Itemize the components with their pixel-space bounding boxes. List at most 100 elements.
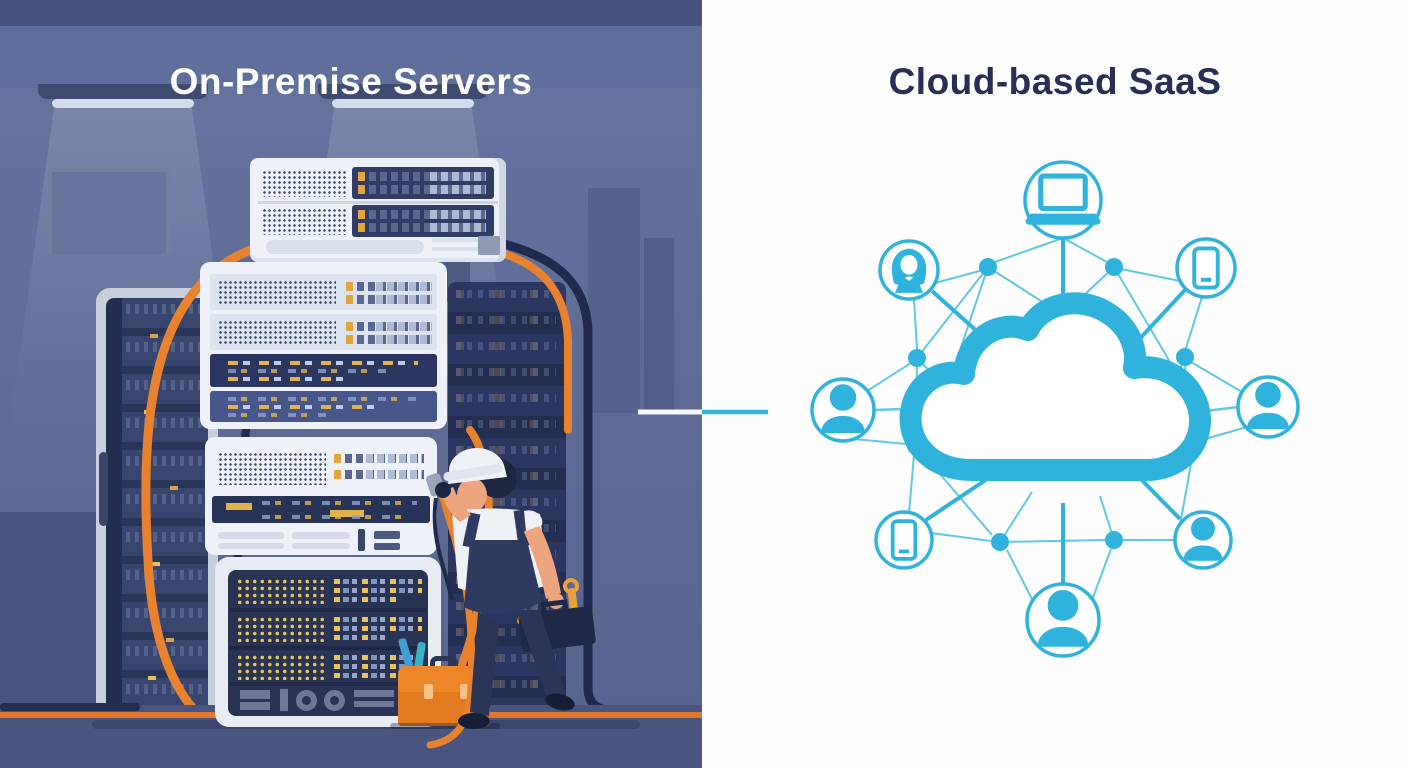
vent-grid [262,170,346,197]
network-edge [930,532,992,542]
detail-rect [374,531,400,539]
detail-vbar [358,529,365,551]
junction-dot [1105,258,1123,276]
vent-grid [218,280,336,304]
detail-bar [218,543,284,549]
network-edge [866,362,912,392]
led-row [334,454,424,463]
junction-dot [979,258,997,276]
held-orange-cable [426,484,476,749]
junction-dot [1176,348,1194,366]
network-edge [1113,266,1171,363]
shoe [458,713,490,729]
pseudo-text [228,377,348,381]
node-phone-topright [1175,237,1237,299]
background-doorway [48,168,170,254]
vent-grid [218,320,336,344]
hard-hat-brim [443,464,503,481]
vent-grid [262,208,346,235]
cloud-network-diagram [702,160,1300,658]
network-edge [913,298,918,350]
glyph-i [280,689,288,711]
junction-dot [1105,531,1123,549]
unit-separator [258,201,498,204]
node-user-bottomright [1173,510,1233,570]
floor-cable-navy [0,703,140,711]
node-laptop-top [1023,160,1103,240]
lamp-glow [52,99,194,108]
ceiling-band [0,0,702,26]
node-circle [1175,237,1237,299]
toolbox-shadow [390,723,500,729]
mixed-leds [334,635,390,640]
technician [425,448,596,749]
right-panel-title: Cloud-based SaaS [888,60,1222,102]
mixed-leds [334,597,398,602]
network-edge [934,269,984,284]
glyph-bar [240,690,270,699]
shoe [545,693,575,711]
title-banner [0,26,702,88]
led-row [346,335,434,344]
dot-matrix [236,654,328,680]
network-nodes [810,160,1300,658]
background-silhouette [588,188,640,413]
on-premise-panel: On-Premise Servers [0,0,702,768]
led-row [358,210,488,219]
node-circle [874,510,934,570]
mixed-leds [334,626,422,631]
held-navy-cable [432,497,454,601]
mixed-leds [334,664,422,669]
led-row [346,322,434,331]
detail-bar [292,543,350,549]
ceiling-lamp [318,84,488,99]
mixed-leds [334,655,422,660]
led-row [334,470,424,479]
detail-bar [292,532,350,539]
overall-strap [462,512,481,548]
ceiling-lamp [38,84,208,99]
node-user-left [810,377,876,443]
sleeve [524,510,543,531]
led-row [358,223,488,232]
rack-amber-leds [150,334,158,338]
dot-matrix [236,578,328,604]
vent-grid [218,452,326,485]
node-phone-bottomleft [874,510,934,570]
face [457,478,487,512]
right-leg [518,610,566,700]
network-edge [994,237,1064,263]
network-edge [852,438,908,445]
wrench-head [562,578,579,595]
glyph-line [354,701,394,707]
glyph-o [324,690,345,711]
glyph-line [354,690,394,697]
junction-dot [991,533,1009,551]
power-button [478,236,500,255]
orange-cable-right [494,248,572,434]
right-arm [524,520,561,599]
led-row [358,185,488,194]
led-row [346,282,434,291]
mixed-leds [334,579,422,584]
network-edge [999,491,1033,543]
pseudo-text [228,369,388,373]
led-row [358,172,488,181]
detail-line [432,247,478,251]
detail-bar [218,532,284,539]
amber-block [330,510,364,517]
pseudo-text [262,501,417,505]
mixed-leds [334,588,422,593]
dot-matrix [236,616,328,642]
detail-rect [374,543,400,550]
toolbox-latch [424,684,433,699]
left-leg [470,612,499,716]
screen-separator [230,682,426,686]
node-user-right [1236,375,1300,439]
toolbox-latch [460,684,469,699]
network-edge [999,539,1106,543]
toolbox-handle [430,656,458,670]
pseudo-text [262,515,412,519]
glyph-o [296,690,317,711]
